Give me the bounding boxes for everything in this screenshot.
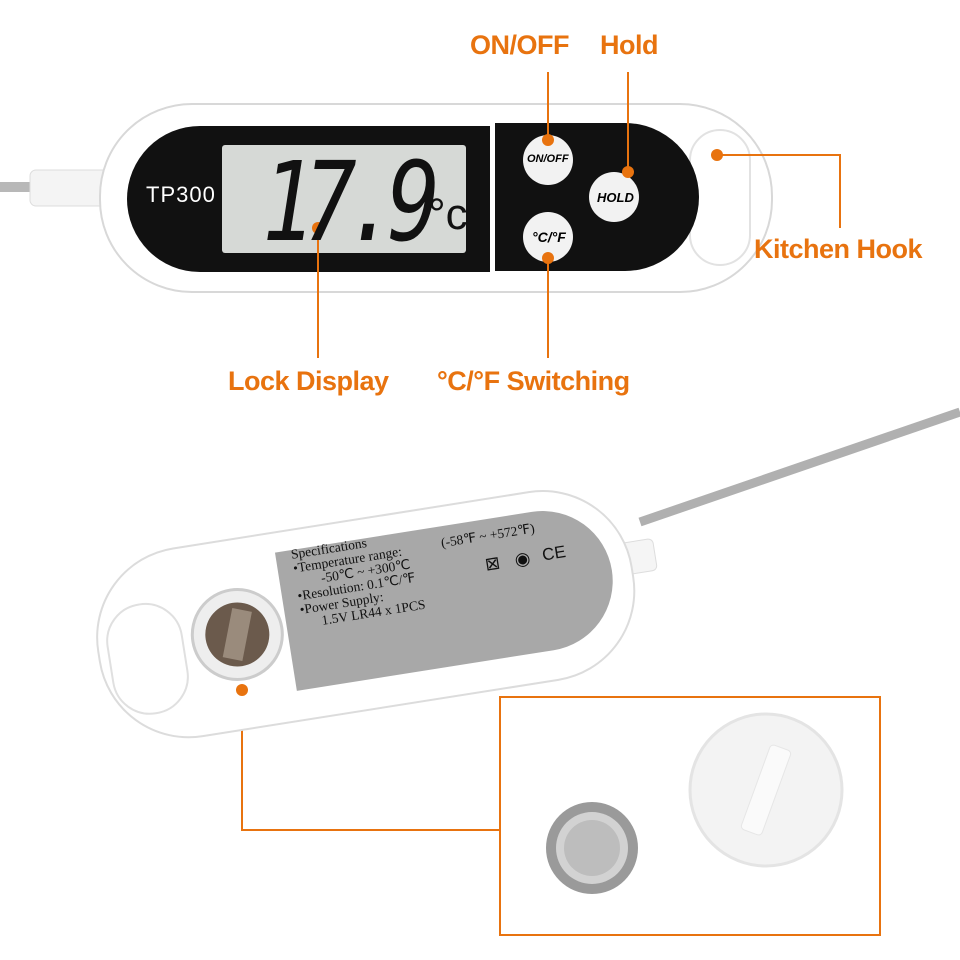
model-label: TP300	[146, 182, 216, 207]
thermometer-back	[96, 490, 658, 739]
cf-button-label: °C/°F	[532, 229, 566, 245]
callout-lines	[241, 72, 841, 831]
weee-bin-icon: ⊠	[483, 552, 502, 575]
lcd-reading: 17.9	[262, 138, 440, 266]
battery-inset-box	[499, 696, 881, 936]
probe-collar	[29, 169, 111, 207]
hold-button-label: HOLD	[597, 190, 634, 205]
cf-button[interactable]	[523, 212, 573, 262]
ce-mark: CE	[540, 542, 568, 565]
onoff-button[interactable]	[523, 135, 573, 185]
callout-lock-display: Lock Display	[228, 366, 389, 396]
callout-dots	[312, 134, 723, 264]
probe-top	[0, 182, 40, 192]
lcd-unit: °c	[428, 190, 468, 239]
recycle-icon: ◉	[513, 547, 532, 570]
probe-bottom	[638, 407, 960, 527]
lcd-screen	[222, 145, 466, 253]
callout-onoff: ON/OFF	[470, 30, 570, 60]
callout-cf-switching: °C/°F Switching	[437, 366, 630, 396]
callout-hold: Hold	[600, 30, 659, 60]
onoff-button-label: ON/OFF	[527, 153, 569, 165]
callout-kitchen-hook: Kitchen Hook	[754, 234, 923, 264]
hold-button[interactable]	[589, 172, 639, 222]
